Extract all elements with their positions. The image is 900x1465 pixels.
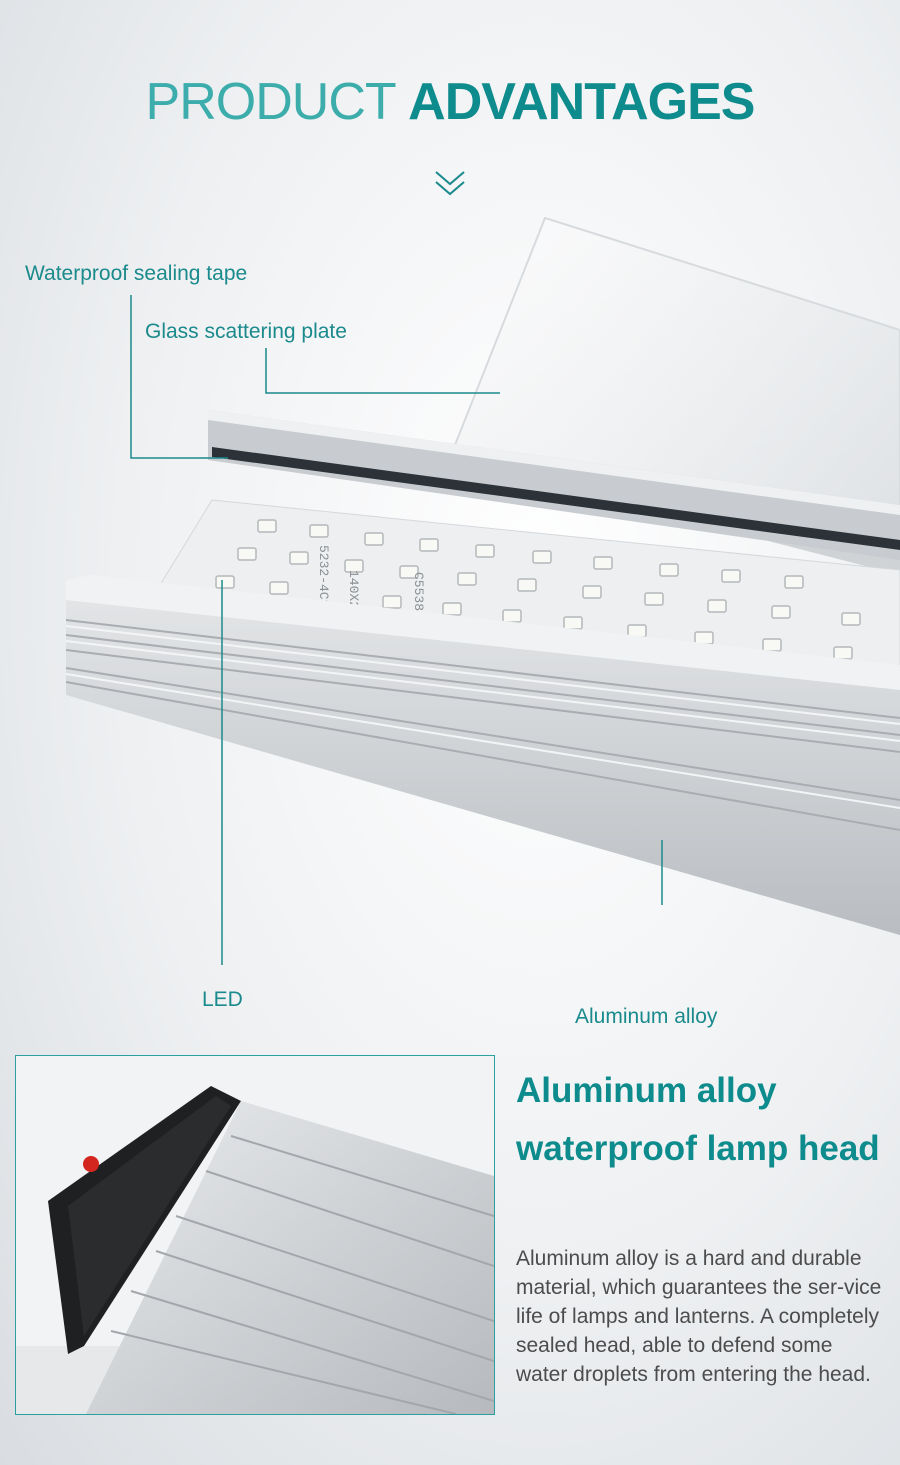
- leader-tape: [130, 295, 228, 459]
- feature-heading: Aluminum alloy waterproof lamp head: [516, 1071, 880, 1168]
- glass-plate: [453, 216, 900, 562]
- page-title: PRODUCT ADVANTAGES: [0, 72, 900, 132]
- led-chips: [215, 519, 861, 660]
- board-print-1: 5232-4C11: [316, 545, 331, 615]
- product-exploded-view: 5232-4C11 140X28W C5538: [65, 216, 900, 965]
- sealing-tape: [212, 447, 900, 550]
- led-board: [159, 499, 900, 691]
- lamp-head-photo: [15, 1055, 495, 1415]
- board-print-3: C5538: [411, 572, 426, 611]
- label-led: LED: [202, 988, 243, 1011]
- double-chevron-down-icon: [435, 171, 465, 196]
- label-aluminum: Aluminum alloy: [575, 1005, 718, 1028]
- aluminum-profile: [66, 585, 900, 935]
- leader-glass: [265, 348, 500, 394]
- title-light: PRODUCT: [145, 73, 396, 131]
- label-glass-plate: Glass scattering plate: [145, 320, 347, 343]
- title-bold: ADVANTAGES: [408, 73, 755, 131]
- label-waterproof-tape: Waterproof sealing tape: [25, 262, 248, 285]
- feature-description: Aluminum alloy is a hard and durable mat…: [516, 1247, 882, 1386]
- indicator-button: [83, 1156, 99, 1172]
- lamp-head-illustration: [16, 1086, 494, 1414]
